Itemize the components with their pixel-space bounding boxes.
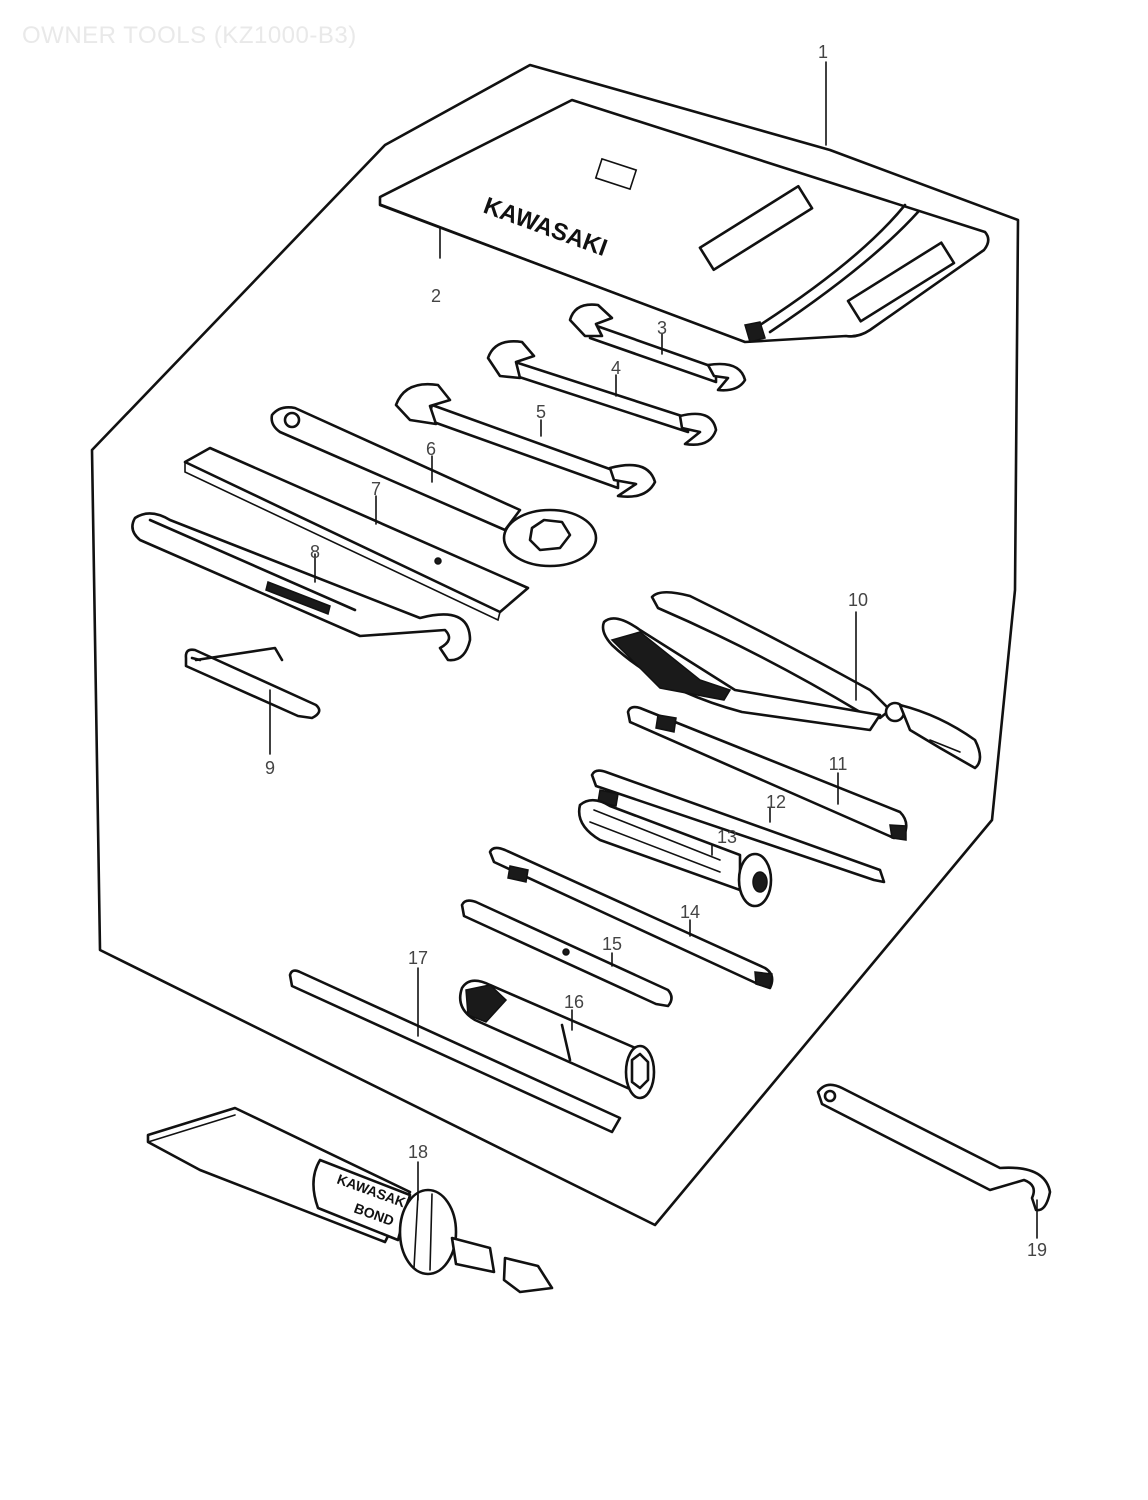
hook-spanner-8 <box>131 512 472 662</box>
callout-17: 17 <box>408 948 428 968</box>
callout-18: 18 <box>408 1142 428 1162</box>
flat-bar-7 <box>183 446 530 622</box>
callout-16: 16 <box>564 992 584 1012</box>
pliers-10 <box>601 590 982 770</box>
wrench-3 <box>568 303 747 392</box>
screwdriver-11 <box>626 705 908 841</box>
callout-4: 4 <box>611 358 621 378</box>
handle-13 <box>577 798 773 908</box>
callout-11: 11 <box>829 754 848 774</box>
callout-12: 12 <box>766 792 786 812</box>
kit-border <box>90 63 1020 1227</box>
flat-blade-15 <box>460 899 673 1008</box>
callout-14: 14 <box>680 902 700 922</box>
bond-tube-18: KAWASAKI BOND <box>146 1106 554 1294</box>
callout-7: 7 <box>371 479 381 499</box>
wrench-4 <box>486 340 718 446</box>
wrench-6 <box>270 406 598 568</box>
callout-10: 10 <box>848 590 868 610</box>
callout-3: 3 <box>657 318 667 338</box>
hook-spanner-19 <box>816 1083 1052 1212</box>
wrench-5 <box>394 382 657 498</box>
callout-13: 13 <box>717 827 737 847</box>
leader-lines <box>269 61 1038 1239</box>
socket-wrench-16 <box>458 979 656 1100</box>
callout-9: 9 <box>265 758 275 778</box>
callout-labels: 1 2 3 4 5 6 7 8 9 10 11 12 13 14 15 16 1… <box>265 42 1047 1260</box>
callout-5: 5 <box>536 402 546 422</box>
screwdriver-14 <box>488 846 774 990</box>
tool-bag: KAWASAKI <box>378 98 990 344</box>
callout-1: 1 <box>818 42 828 62</box>
rod-17 <box>288 969 622 1134</box>
hex-key-9 <box>184 646 321 720</box>
callout-19: 19 <box>1027 1240 1047 1260</box>
diagram-title: OWNER TOOLS (KZ1000-B3) <box>22 22 357 49</box>
callout-15: 15 <box>602 934 622 954</box>
callout-2: 2 <box>431 286 441 306</box>
callout-8: 8 <box>310 542 320 562</box>
callout-6: 6 <box>426 439 436 459</box>
